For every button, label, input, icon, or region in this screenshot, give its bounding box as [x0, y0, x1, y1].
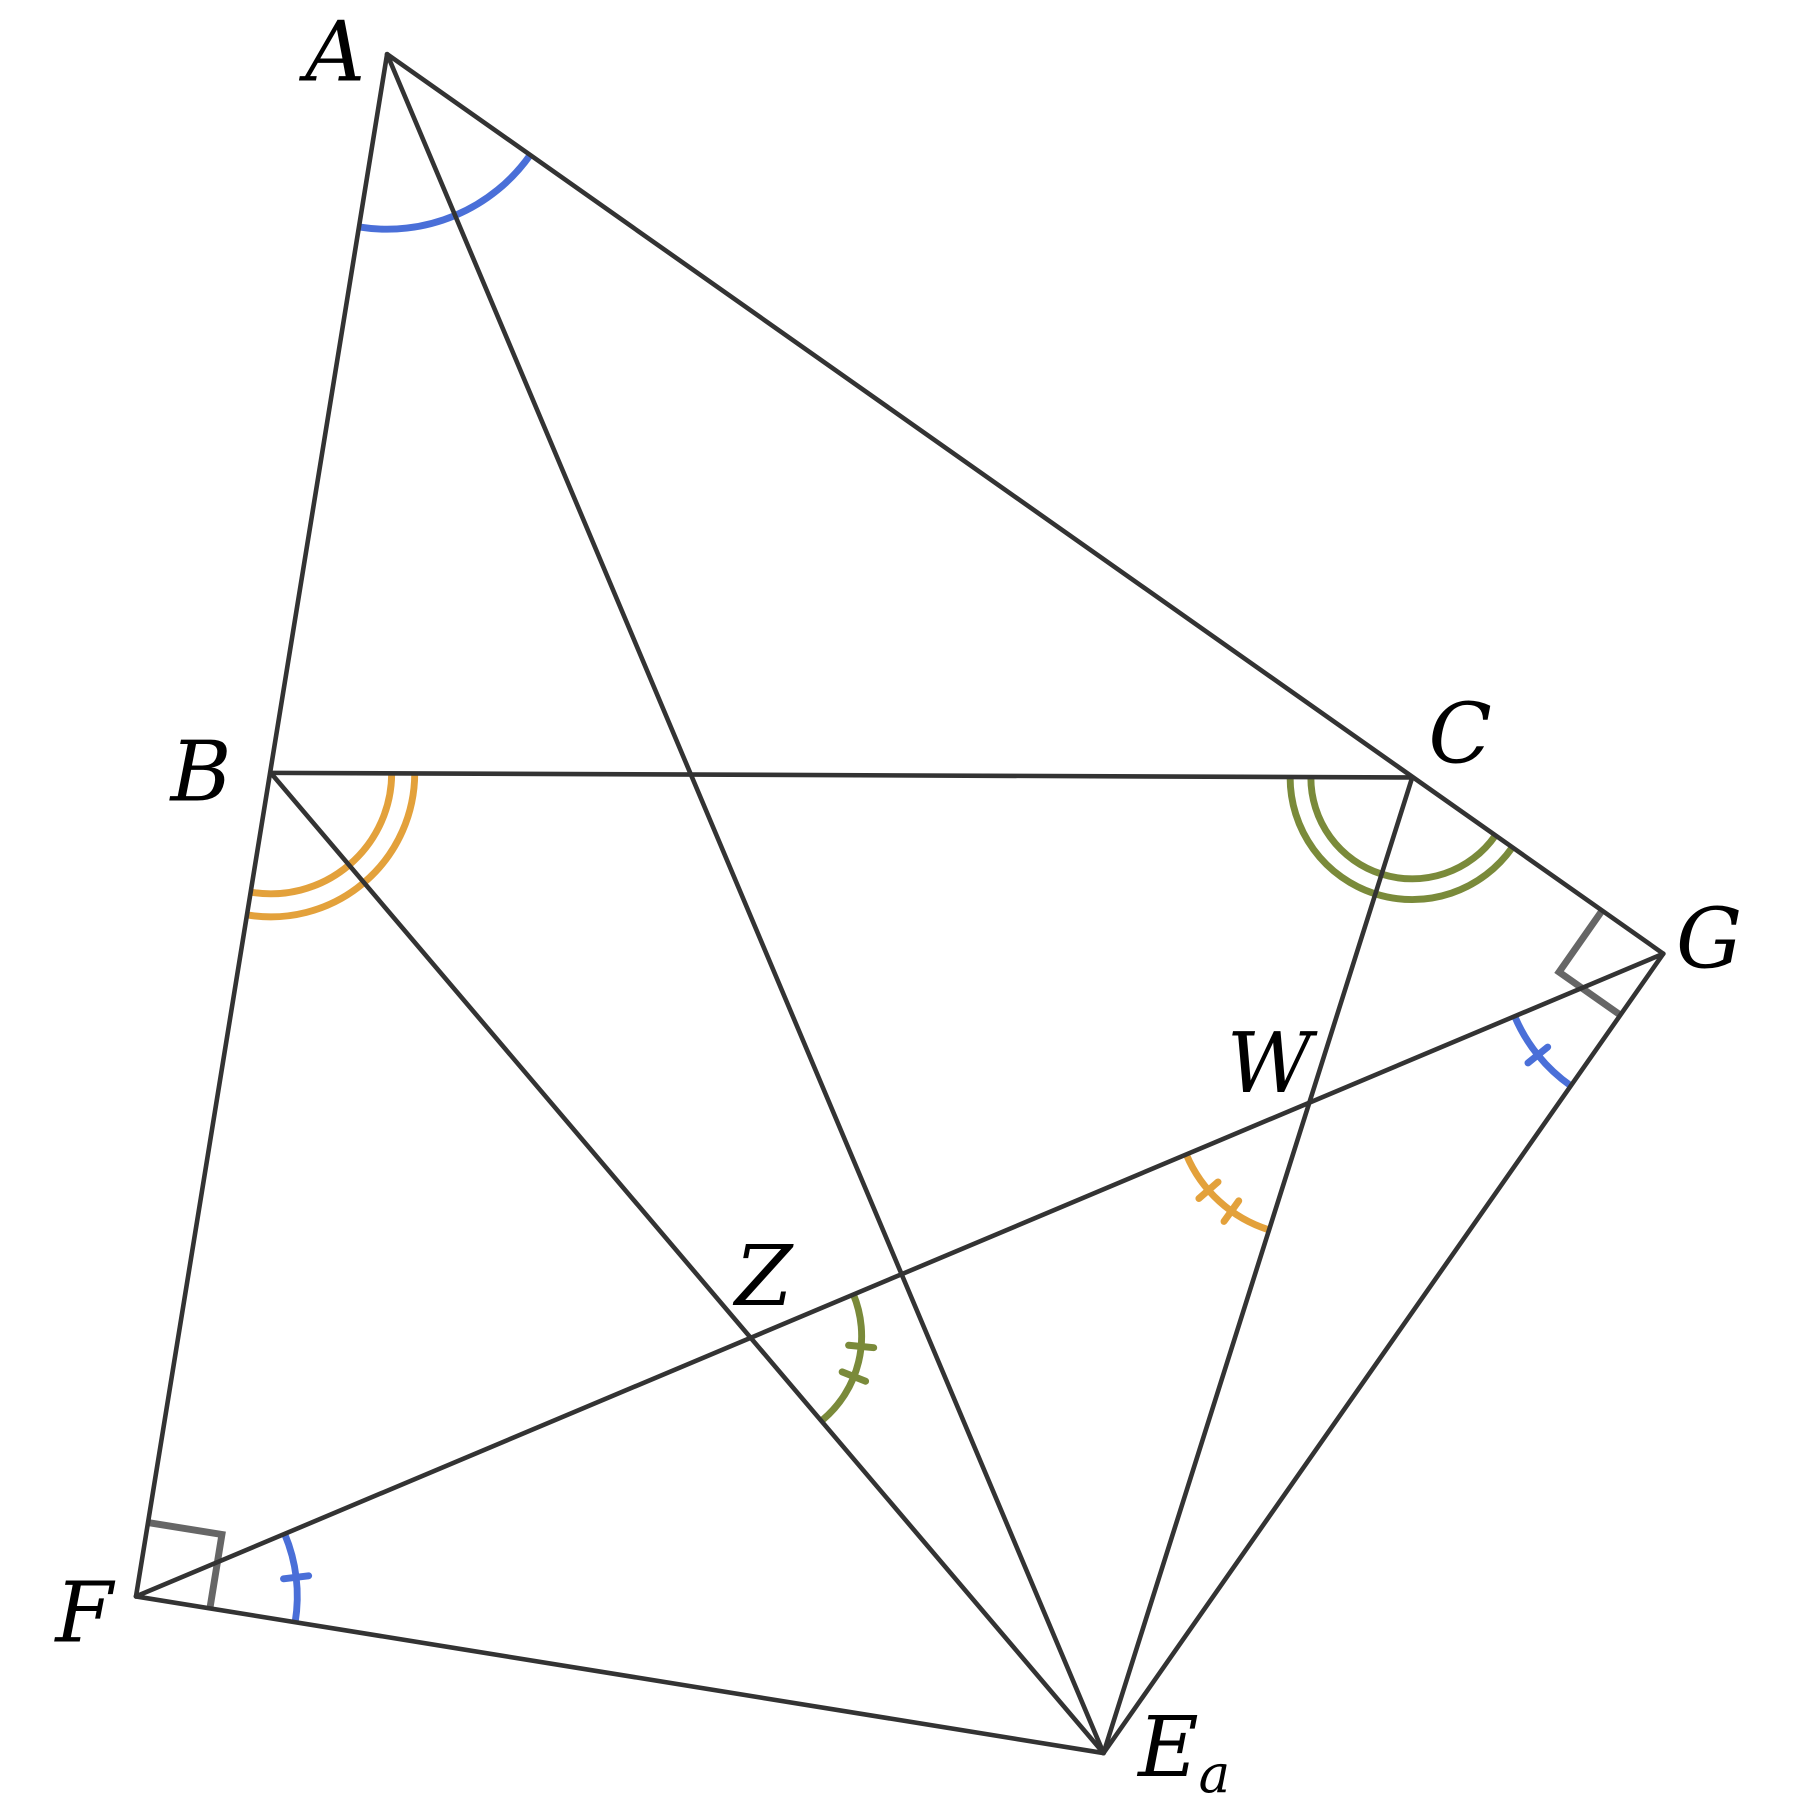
label-A: A	[298, 4, 365, 101]
segment-AG	[384, 51, 1666, 957]
label-C: C	[1428, 686, 1491, 783]
label-F: F	[53, 1564, 115, 1661]
label-Ea: Ea	[1136, 1699, 1230, 1798]
angle-Z-arc-tick	[845, 1341, 878, 1352]
angle-Z-arc	[820, 1292, 866, 1423]
label-B: B	[169, 724, 232, 821]
right-angle-G-icon	[1554, 908, 1623, 1018]
angle-F-arc-tick	[280, 1572, 313, 1583]
angle-W-arc	[1183, 1153, 1270, 1234]
segment-BE	[268, 770, 1106, 1756]
segment-GE	[1101, 951, 1666, 1756]
segment-CE	[1101, 775, 1415, 1756]
segment-FG	[133, 951, 1666, 1599]
angle-W-arc-tick	[1220, 1197, 1243, 1225]
angle-W-arc-tick	[1195, 1178, 1222, 1202]
angle-Z-arc-tick	[838, 1368, 870, 1385]
segment-FE	[133, 1594, 1106, 1756]
angle-G-arc-tick	[1524, 1043, 1552, 1067]
label-W: W	[1227, 1015, 1318, 1112]
angle-C-inner-arc	[1307, 777, 1499, 883]
segment-AE	[384, 51, 1106, 1756]
label-G: G	[1676, 891, 1742, 988]
label-Z: Z	[732, 1228, 794, 1325]
segment-AF	[133, 51, 390, 1599]
right-angle-F-icon	[147, 1519, 226, 1609]
segment-BC	[268, 770, 1415, 780]
